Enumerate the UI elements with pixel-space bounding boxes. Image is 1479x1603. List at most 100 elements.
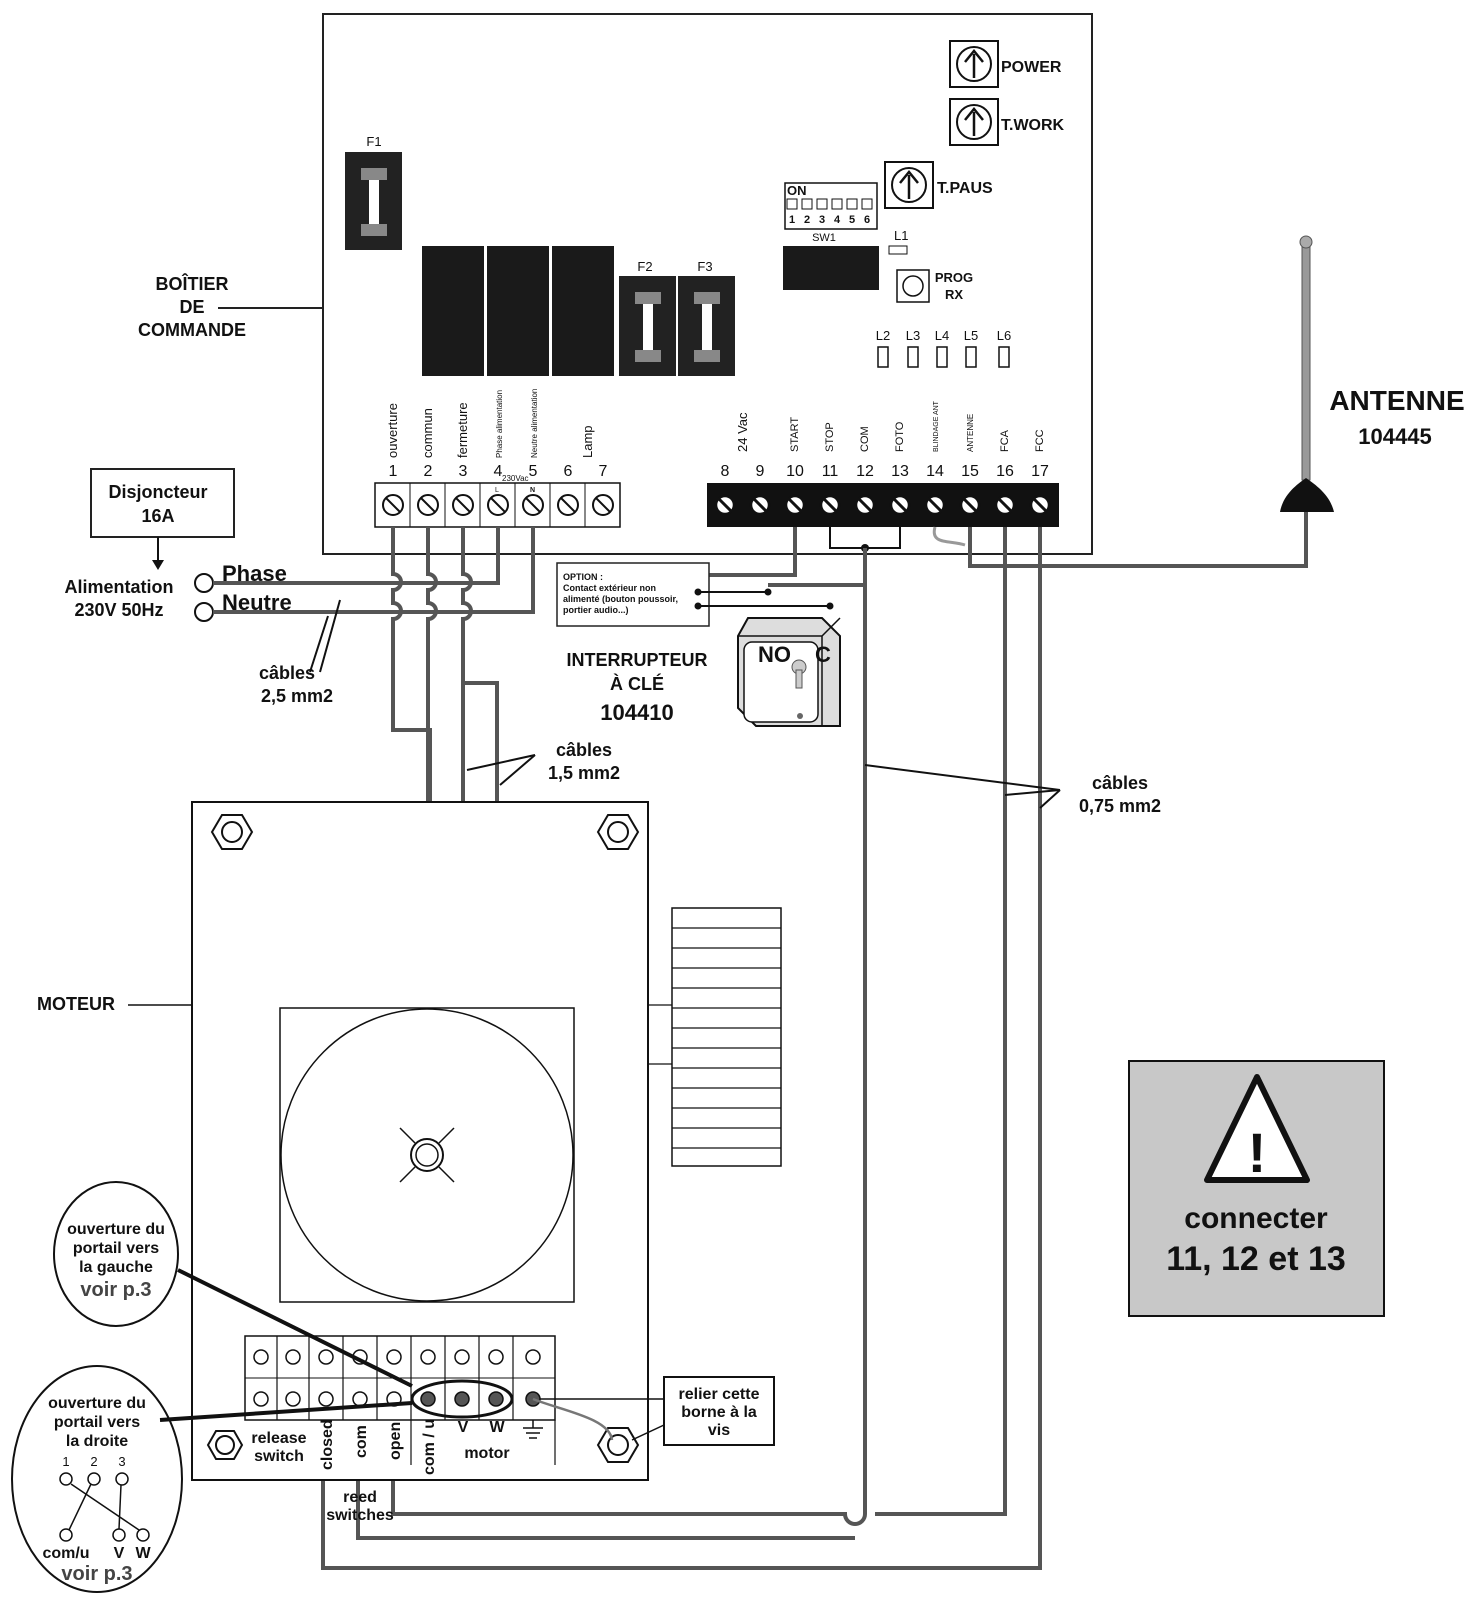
led-l5: [965, 346, 977, 368]
key-no-label: NO: [758, 642, 791, 667]
fuse-f2-label: F2: [637, 259, 652, 274]
led-l3-label: L3: [906, 328, 920, 343]
dip-num-4: 4: [834, 214, 841, 226]
screw-note-3: vis: [708, 1422, 730, 1439]
lterm-label-1: ouverture: [385, 403, 400, 458]
lterm-num-3: 3: [459, 463, 468, 480]
led-l1-label: L1: [894, 228, 908, 243]
reed-closed-label: closed: [319, 1419, 336, 1470]
right-note-1: ouverture du: [48, 1395, 146, 1412]
fuse-f3-label: F3: [697, 259, 712, 274]
option-line-2: Contact extérieur non: [563, 583, 656, 593]
power-line-1: Alimentation: [64, 577, 173, 597]
rterm-label-10: START: [789, 417, 801, 452]
left-note-2: portail vers: [73, 1240, 159, 1257]
lterm-num-1: 1: [389, 463, 398, 480]
right-terminal-block: [707, 483, 1059, 527]
lterm-label-5: Neutre alimentation: [530, 389, 539, 458]
rterm-label-15: ANTENNE: [966, 414, 975, 452]
lterm-num-5: 5: [529, 463, 538, 480]
fuse-f1-label: F1: [366, 134, 381, 149]
rterm-num-12: 12: [856, 463, 874, 480]
motor-v-label: V: [458, 1419, 469, 1436]
key-switch: INTERRUPTEUR À CLÉ 104410 NO C: [566, 617, 841, 727]
led-l1: [888, 245, 908, 255]
cable-main-2: 2,5 mm2: [261, 686, 333, 706]
rterm-num-9: 9: [756, 463, 765, 480]
dip-switch: ON 1 2 3 4 5 6 SW1: [784, 182, 878, 244]
motor: MOTEUR: [37, 801, 782, 1524]
lterm-label-4: Phase alimentation: [495, 390, 504, 458]
right-num-1: 1: [62, 1454, 69, 1469]
led-l6: [998, 346, 1010, 368]
led-l4-label: L4: [935, 328, 949, 343]
heatsink: [671, 907, 782, 1167]
tpaus-label: T.PAUS: [937, 180, 993, 197]
control-box-label-2: DE: [179, 297, 204, 317]
dip-num-3: 3: [819, 214, 825, 226]
dip-num-6: 6: [864, 214, 870, 226]
right-note-3: la droite: [66, 1433, 128, 1450]
option-box: OPTION : Contact extérieur non alimenté …: [556, 562, 834, 627]
key-c-label: C: [815, 642, 831, 667]
screw-note-2: borne à la: [681, 1404, 757, 1421]
rterm-num-13: 13: [891, 463, 909, 480]
cable-motor-1: câbles: [556, 740, 612, 760]
led-l4: [936, 346, 948, 368]
key-switch-line-2: À CLÉ: [610, 673, 664, 694]
led-l3: [907, 346, 919, 368]
led-l2-label: L2: [876, 328, 890, 343]
dip-name: SW1: [812, 232, 836, 244]
rterm-num-11: 11: [822, 463, 839, 480]
led-l6-label: L6: [997, 328, 1011, 343]
right-note-2: portail vers: [54, 1414, 140, 1431]
reed-com-label: com: [353, 1425, 370, 1458]
warning-line-2: 11, 12 et 13: [1166, 1240, 1346, 1278]
rterm-label-8: 24 Vac: [735, 412, 750, 452]
power-label: POWER: [1001, 59, 1062, 76]
n-mark: N: [530, 487, 535, 494]
rterm-num-15: 15: [961, 463, 979, 480]
right-note-4: voir p.3: [61, 1563, 132, 1585]
right-term-v: V: [114, 1545, 125, 1562]
dip-num-5: 5: [849, 214, 855, 226]
cable-signal-1: câbles: [1092, 773, 1148, 793]
rterm-num-16: 16: [996, 463, 1014, 480]
rterm-num-10: 10: [786, 463, 804, 480]
ground-icon: [523, 1420, 543, 1439]
rterm-label-17: FCC: [1034, 429, 1046, 452]
note-left-opening: ouverture du portail vers la gauche voir…: [53, 1181, 413, 1388]
rterm-label-13: FOTO: [894, 421, 906, 452]
cable-signal-2: 0,75 mm2: [1079, 796, 1161, 816]
rterm-label-14: BLINDAGE ANT: [933, 400, 940, 452]
key-switch-line-3: 104410: [600, 700, 673, 725]
antenna-name: ANTENNE: [1329, 385, 1464, 416]
rterm-label-16: FCA: [999, 429, 1011, 452]
warning-symbol: !: [1248, 1121, 1267, 1184]
breaker-line-2: 16A: [141, 506, 174, 526]
breaker-line-1: Disjoncteur: [108, 482, 207, 502]
motor-comu-label: com / u: [421, 1419, 438, 1475]
lterm-num-2: 2: [424, 463, 433, 480]
reed-open-label: open: [387, 1422, 404, 1460]
control-box: BOÎTIER DE COMMANDE F1 F2 F3 POWER: [138, 13, 1093, 555]
option-line-1: OPTION :: [563, 572, 603, 582]
note-right-opening: ouverture du portail vers la droite 1 2 …: [11, 1365, 413, 1593]
rterm-label-11: STOP: [824, 422, 836, 452]
motor-word: motor: [464, 1445, 509, 1462]
receiver-module: [783, 246, 879, 290]
rterm-label-12: COM: [859, 426, 871, 452]
left-terminal-block: L N: [374, 482, 621, 528]
motor-terminal-strip: [244, 1335, 556, 1465]
twork-button: T.WORK: [949, 98, 1065, 146]
rterm-num-14: 14: [926, 463, 944, 480]
right-term-w: W: [135, 1545, 151, 1562]
relay-2: [487, 246, 549, 376]
motor-label: MOTEUR: [37, 994, 115, 1014]
lterm-label-2: commun: [420, 408, 435, 458]
relay-3: [552, 246, 614, 376]
antenna-ref: 104445: [1358, 424, 1431, 449]
power-line-2: 230V 50Hz: [74, 600, 163, 620]
vac-label: 230Vac: [502, 474, 529, 483]
